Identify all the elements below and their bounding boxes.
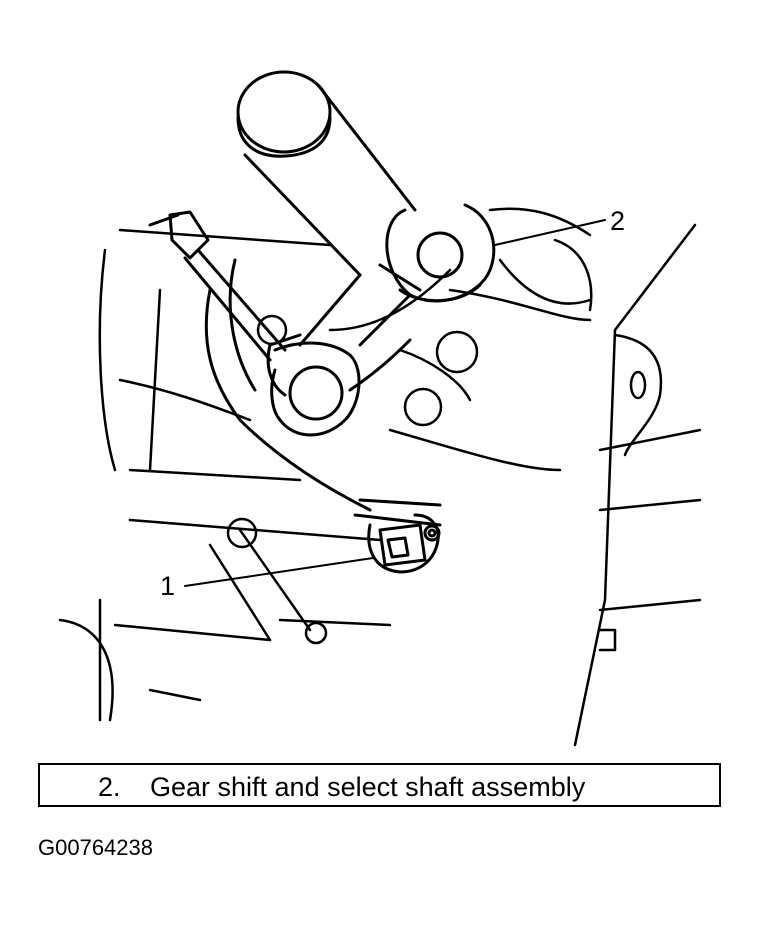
select-lever (148, 210, 442, 527)
legend-box: 2. Gear shift and select shaft assembly (38, 763, 721, 807)
legend-item-text: Gear shift and select shaft assembly (150, 772, 586, 802)
callout-number-1: 1 (160, 571, 176, 601)
leader-line-1 (184, 557, 374, 587)
gear-position-switch (367, 513, 441, 574)
transmission-case-outline (58, 207, 593, 722)
bolt-heads (226, 314, 479, 645)
figure-id: G00764238 (38, 835, 153, 860)
gear-shift-illustration (58, 70, 702, 747)
leader-lines (184, 219, 606, 587)
callout-number-2: 2 (610, 206, 626, 236)
housing-right (573, 223, 702, 747)
legend-item-number: 2. (98, 772, 121, 802)
leader-line-2 (494, 219, 606, 246)
